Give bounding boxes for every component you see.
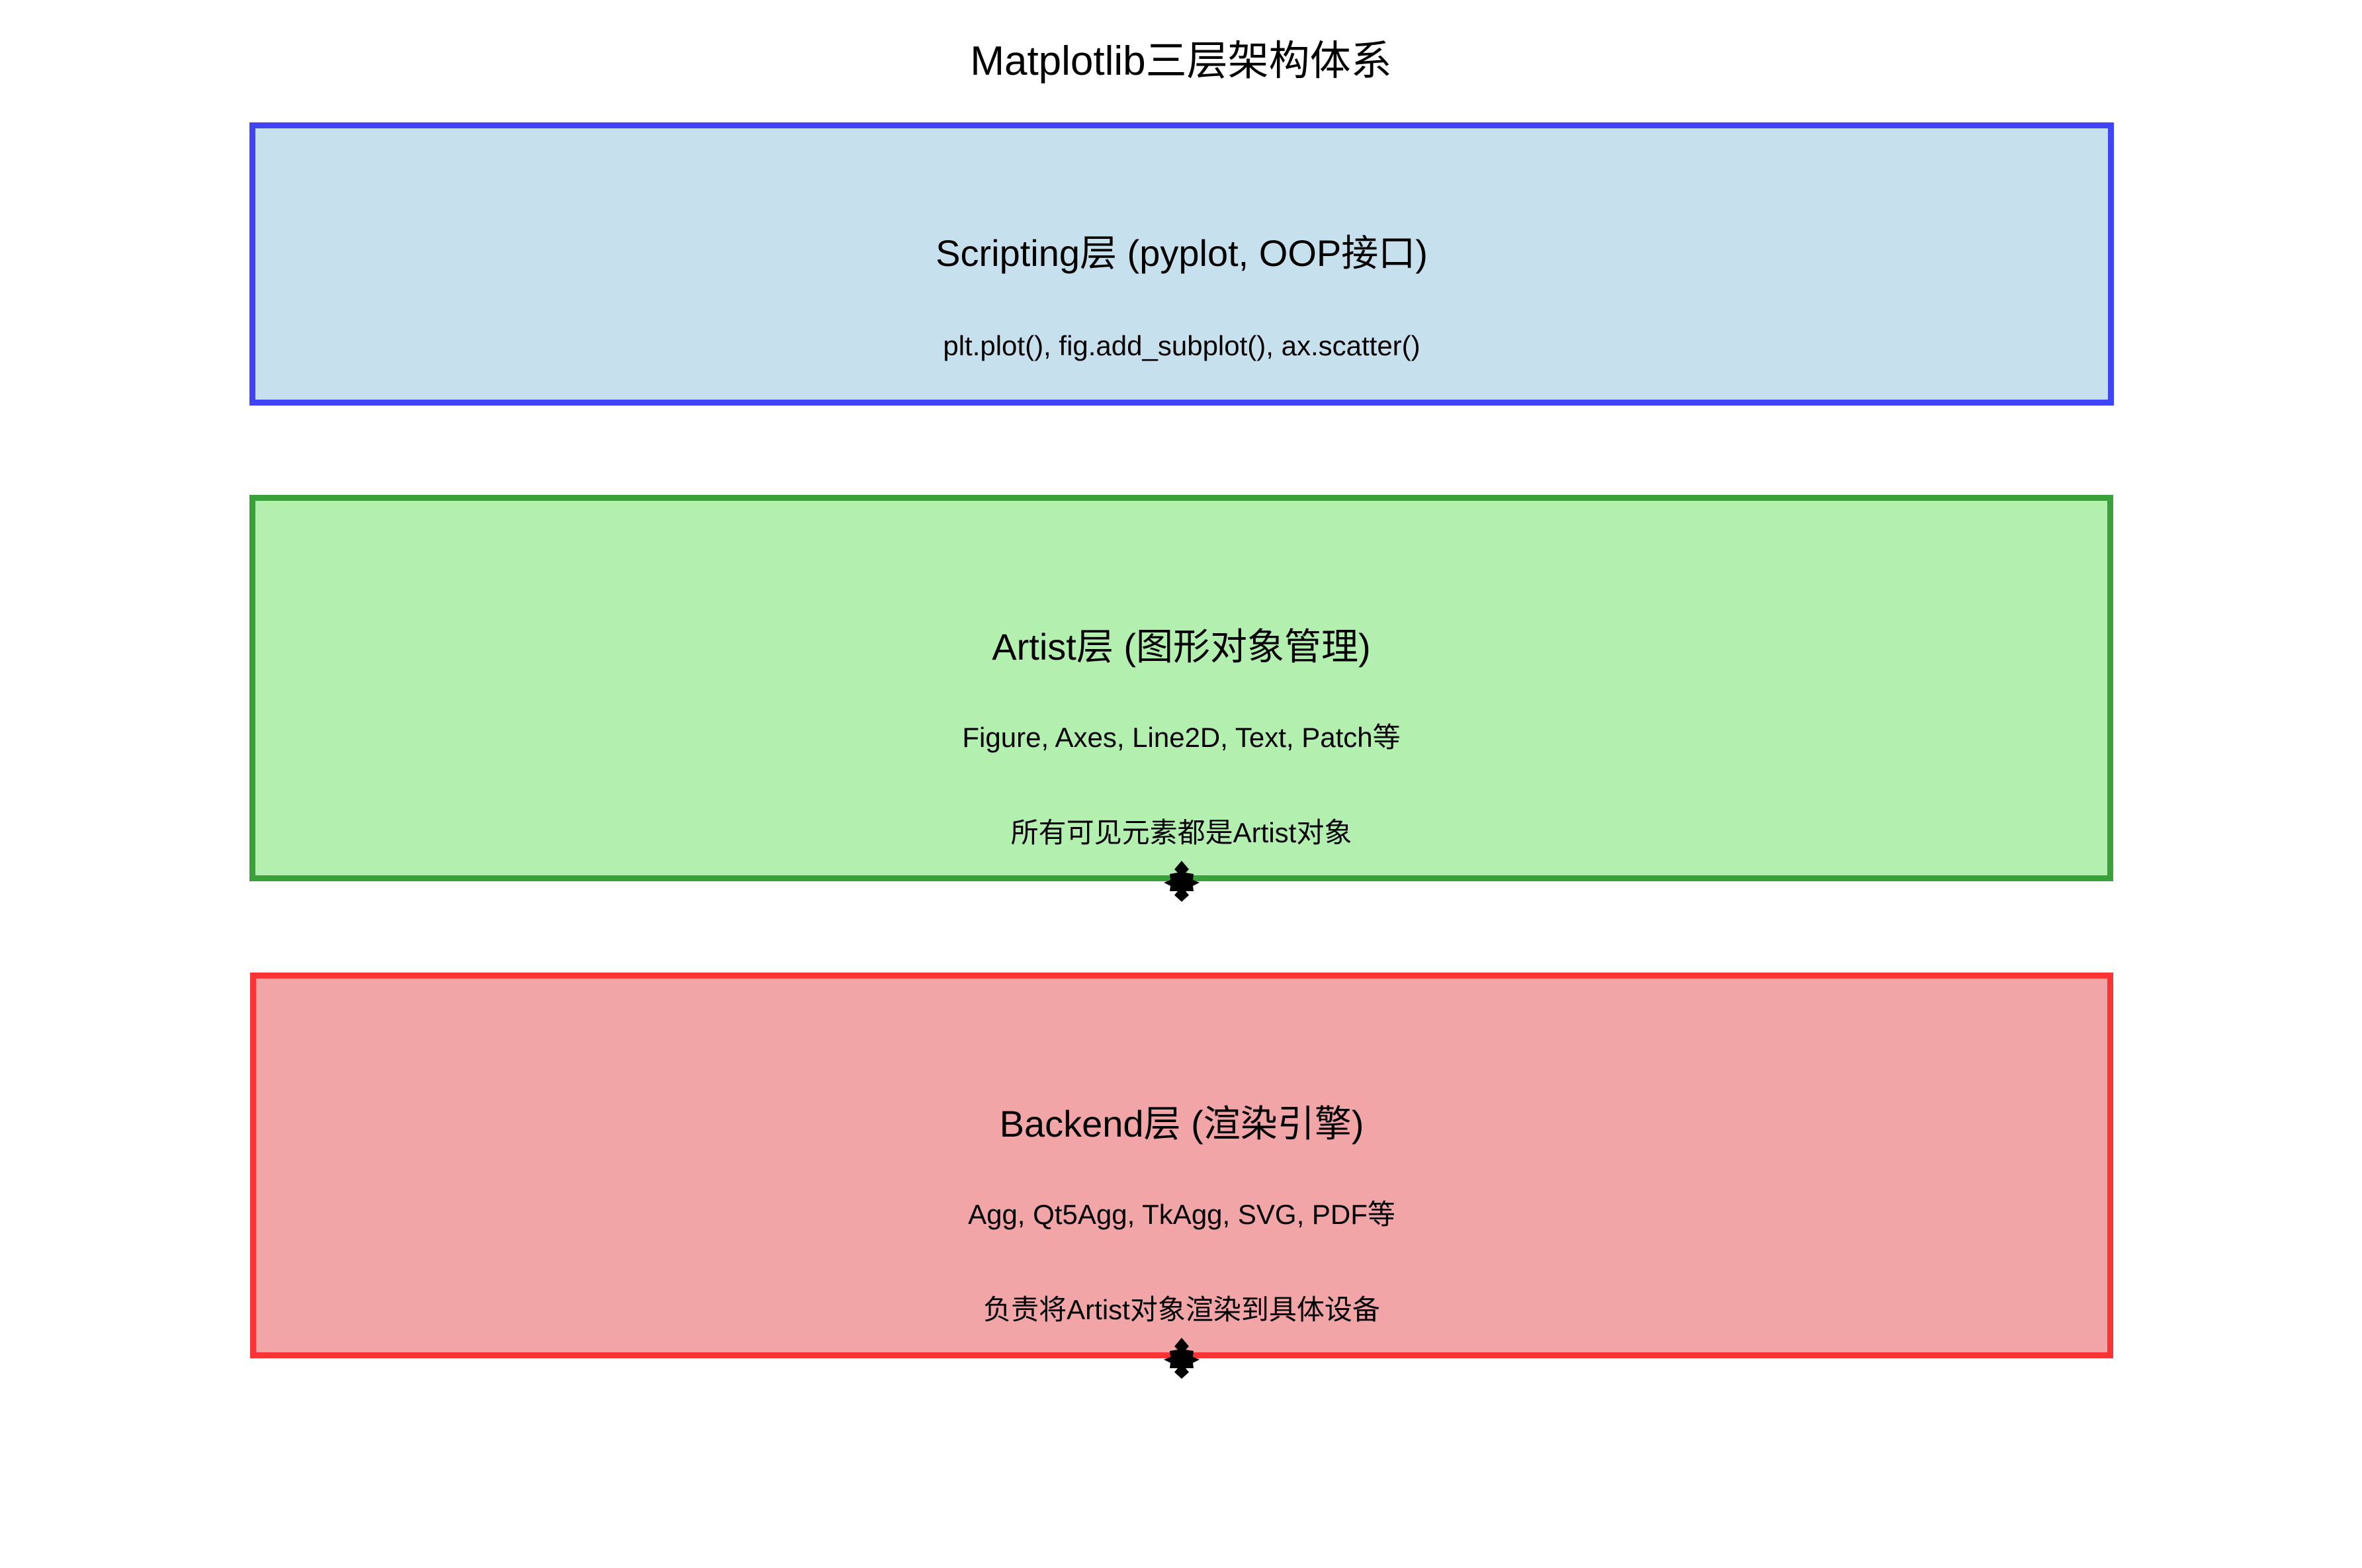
layer-detail-backend: Agg, Qt5Agg, TkAgg, SVG, PDF等 xyxy=(968,1199,1395,1230)
layer-note-backend: 负责将Artist对象渲染到具体设备 xyxy=(983,1294,1380,1325)
layer-title-backend: Backend层 (渲染引擎) xyxy=(999,1103,1364,1145)
layer-title-scripting: Scripting层 (pyplot, OOP接口) xyxy=(936,232,1428,274)
layer-box-scripting-content: Scripting层 (pyplot, OOP接口) plt.plot(), f… xyxy=(255,128,2108,400)
layer-title-artist: Artist层 (图形对象管理) xyxy=(992,626,1371,668)
layer-box-backend-content: Backend层 (渲染引擎) Agg, Qt5Agg, TkAgg, SVG,… xyxy=(256,979,2107,1352)
layer-detail-artist: Figure, Axes, Line2D, Text, Patch等 xyxy=(962,722,1401,753)
layer-box-backend[interactable]: Backend层 (渲染引擎) Agg, Qt5Agg, TkAgg, SVG,… xyxy=(250,973,2113,1358)
layer-box-artist[interactable]: Artist层 (图形对象管理) Figure, Axes, Line2D, T… xyxy=(249,495,2113,881)
layer-note-artist: 所有可见元素都是Artist对象 xyxy=(1010,817,1352,848)
layer-box-artist-content: Artist层 (图形对象管理) Figure, Axes, Line2D, T… xyxy=(255,501,2107,875)
layer-detail-scripting: plt.plot(), fig.add_subplot(), ax.scatte… xyxy=(943,330,1421,361)
layer-box-scripting[interactable]: Scripting层 (pyplot, OOP接口) plt.plot(), f… xyxy=(249,122,2114,406)
figure-title: Matplotlib三层架构体系 xyxy=(970,38,1392,84)
